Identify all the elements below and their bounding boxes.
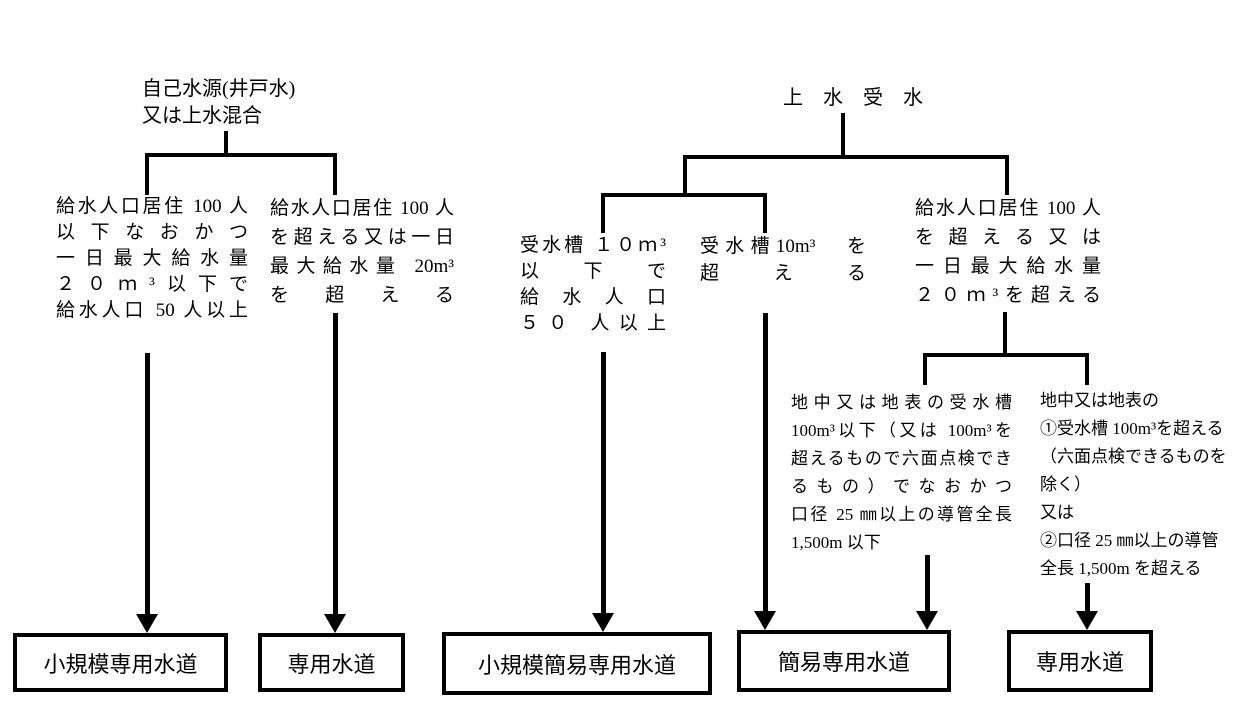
connector-line [763,195,767,233]
condition-line: 給水人口居住 100 人 [270,198,454,219]
condition-line: 給水人口居住 100 人 [915,198,1101,219]
condition-line: ５０ 人以上 [520,313,666,334]
connector-line [145,155,149,195]
condition-line: 全長 1,500m を超える [1040,559,1202,578]
connector-line [224,131,228,157]
condition-tank-100m3-under: 地中又は地表の受水槽 100m³以下（又は 100m³を 超えるもので六面点検で… [791,389,1012,557]
connector-line [601,195,605,233]
result-box-small-scale-private-water-supply: 小規模専用水道 [13,633,228,692]
result-box-label: 専用水道 [1035,650,1124,675]
connector-line [923,353,1089,357]
label-line: 自己水源(井戸水) [142,78,296,100]
condition-line: （六面点検できるものを [1040,447,1227,466]
condition-line: 超えるもので六面点検でき [791,449,1012,468]
condition-line: 口径 25 ㎜以上の導管全長 [791,505,1012,524]
condition-line: を超える又は [915,227,1101,248]
condition-line: るもの）でなおかつ [791,477,1012,496]
connector-line [841,113,845,157]
condition-line: 超える [700,263,866,284]
flow-arrow-head [1076,611,1098,630]
condition-line: 地中又は地表の [1040,391,1159,410]
condition-line: 又は [1040,503,1074,522]
flow-arrow-shaft [601,352,606,613]
flow-arrow-head [324,614,346,633]
label-line: 又は上水混合 [142,105,262,127]
connector-line [145,153,337,157]
result-box-label: 小規模簡易専用水道 [477,652,676,678]
condition-line: 給水人口居住 100 人 [56,196,248,217]
connector-line [683,155,1009,159]
flow-arrow-head [916,611,938,630]
flow-arrow-head [136,614,158,633]
condition-line: 最大給水量 20m³ [270,256,454,277]
connector-line [333,155,337,195]
condition-over-100-people-right: 給水人口居住 100 人 を超える又は 一日最大給水量 ２０ｍ³を超える [915,194,1101,310]
result-box-label: 専用水道 [287,651,376,677]
connector-line [1085,355,1089,385]
condition-tank-under-10m3: 受水槽 １０ｍ³ 以下で 給水人口 ５０ 人以上 [520,233,666,337]
condition-line: 受水槽10m³ を [700,236,866,257]
flow-arrow-shaft [925,555,930,611]
condition-line: 1,500m 以下 [791,533,881,552]
flow-arrow-head [754,611,776,630]
condition-under-100-people: 給水人口居住 100 人 以下なおかつ 一日最大給水量 ２０ｍ³以下で 給水人口… [56,194,248,324]
flow-arrow-shaft [145,353,150,614]
condition-tank-100m3-over: 地中又は地表の ①受水槽 100m³を超える （六面点検できるものを 除く） 又… [1040,387,1237,583]
result-box-small-scale-simplified-private-water-supply: 小規模簡易専用水道 [442,632,712,695]
connector-line [683,157,687,195]
result-box-private-water-supply-2: 専用水道 [1007,630,1153,692]
condition-line: 一日最大給水量 [56,248,248,269]
condition-line: を超える又は一日 [270,227,454,248]
flow-arrow-shaft [763,313,768,611]
connector-line [1005,157,1009,195]
condition-line: ２０ｍ³以下で [56,274,248,295]
result-box-private-water-supply: 専用水道 [258,633,405,692]
condition-line: 以下なおかつ [56,222,248,243]
condition-line: ２０ｍ³を超える [915,285,1101,306]
condition-line: 給水人口 [520,287,666,308]
condition-tank-over-10m3: 受水槽10m³ を 超える [700,233,866,287]
flow-arrow-shaft [333,313,338,614]
condition-line: 除く） [1040,475,1091,494]
connector-line [1003,312,1007,355]
condition-line: ①受水槽 100m³を超える [1040,419,1224,438]
result-box-label: 簡易専用水道 [777,650,910,675]
label-self-water-source: 自己水源(井戸水) 又は上水混合 [142,76,352,130]
condition-line: ②口径 25 ㎜以上の導管 [1040,531,1219,550]
result-box-label: 小規模専用水道 [43,651,198,677]
condition-over-100-people-left: 給水人口居住 100 人 を超える又は一日 最大給水量 20m³ を超える [270,194,454,310]
label-tap-water-receiving: 上 水 受 水 [783,87,923,109]
flow-arrow-head [592,613,614,632]
condition-line: 以下で [520,261,666,282]
condition-line: 受水槽 １０ｍ³ [520,235,666,256]
connector-line [601,193,767,197]
connector-line [923,355,927,385]
condition-line: 100m³以下（又は 100m³を [791,421,1012,440]
condition-line: 地中又は地表の受水槽 [791,393,1012,412]
condition-line: 一日最大給水量 [915,256,1101,277]
condition-line: を超える [270,285,454,306]
result-box-simplified-private-water-supply: 簡易専用水道 [737,630,951,692]
flow-arrow-shaft [1085,583,1090,611]
condition-line: 給水人口 50 人以上 [56,300,248,321]
